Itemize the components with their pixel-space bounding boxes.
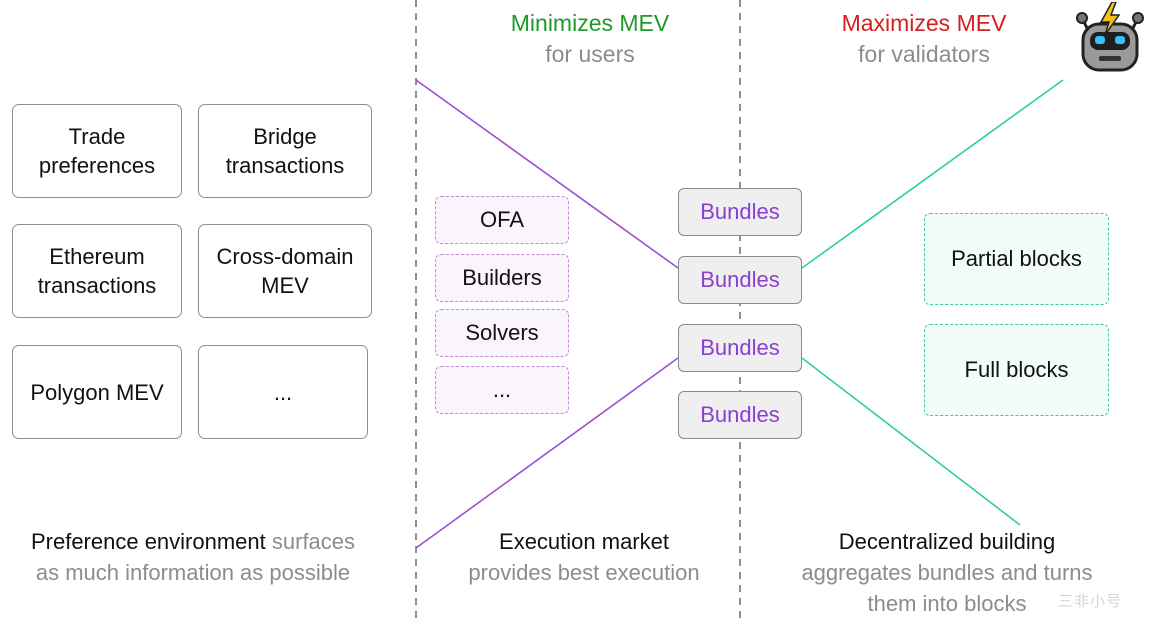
caption-right: Decentralized building aggregates bundle… — [760, 526, 1134, 619]
teal-line-top — [801, 79, 1064, 269]
caption-right-bold: Decentralized building — [838, 529, 1056, 554]
pref-box-label: Trade — [68, 124, 126, 149]
caption-middle-bold: Execution market — [499, 529, 669, 554]
exec-box-builders: Builders — [435, 254, 569, 302]
caption-right-gray-1: aggregates bundles and turns — [801, 560, 1093, 585]
pref-box-polygon-mev: Polygon MEV — [12, 345, 182, 439]
purple-line-top — [415, 79, 679, 269]
purple-line-bottom — [415, 357, 679, 549]
pref-box-more: ... — [198, 345, 368, 439]
bundle-box: Bundles — [678, 324, 802, 372]
pref-box-label: Cross-domain — [216, 244, 354, 269]
teal-line-bottom — [801, 357, 1021, 526]
pref-box-label: transactions — [37, 273, 157, 298]
exec-box-more: ... — [435, 366, 569, 414]
pref-box-label: transactions — [225, 153, 345, 178]
lightning-bolt-icon — [1099, 2, 1121, 36]
exec-box-ofa: OFA — [435, 196, 569, 244]
middle-header: Minimizes MEV for users — [470, 8, 710, 70]
middle-title: Minimizes MEV — [510, 10, 670, 36]
caption-middle: Execution market provides best execution — [434, 526, 734, 588]
exec-box-solvers: Solvers — [435, 309, 569, 357]
caption-left-gray: surfaces — [265, 529, 356, 554]
caption-right-gray-2: them into blocks — [867, 591, 1027, 616]
bundle-box: Bundles — [678, 188, 802, 236]
pref-box-trade-preferences: Trade preferences — [12, 104, 182, 198]
pref-box-label: Ethereum — [49, 244, 145, 269]
pref-box-label: ... — [273, 379, 293, 405]
bundle-box: Bundles — [678, 391, 802, 439]
caption-left-gray-2: as much information as possible — [35, 560, 351, 585]
pref-box-label: preferences — [38, 153, 156, 178]
right-subtitle: for validators — [858, 41, 990, 67]
caption-middle-gray: provides best execution — [468, 560, 700, 585]
caption-left-bold: Preference environment — [30, 529, 266, 554]
robot-icon — [1076, 2, 1144, 72]
caption-left: Preference environment surfaces as much … — [0, 526, 386, 588]
watermark: 三非小号 — [1058, 593, 1123, 610]
pref-box-label: MEV — [261, 273, 309, 298]
pref-box-label: Polygon MEV — [30, 379, 164, 405]
block-box-full: Full blocks — [924, 324, 1109, 416]
pref-box-ethereum-transactions: Ethereum transactions — [12, 224, 182, 318]
block-box-partial: Partial blocks — [924, 213, 1109, 305]
bundle-box: Bundles — [678, 256, 802, 304]
right-header: Maximizes MEV for validators — [804, 8, 1044, 70]
middle-subtitle: for users — [545, 41, 635, 67]
pref-box-label: Bridge — [253, 124, 317, 149]
right-title: Maximizes MEV — [841, 10, 1007, 36]
pref-box-bridge-transactions: Bridge transactions — [198, 104, 372, 198]
